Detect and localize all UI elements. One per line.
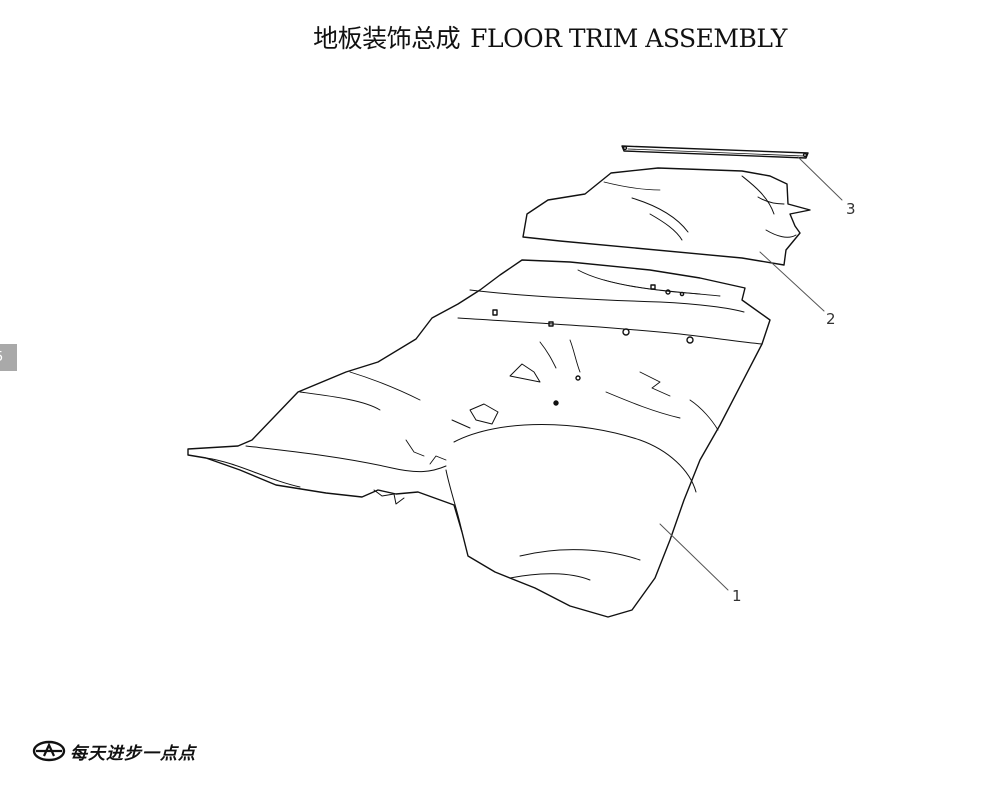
callout-number-1: 1 xyxy=(732,587,742,605)
part-2-rear-mat xyxy=(522,167,811,266)
brand-emblem-icon xyxy=(32,740,66,762)
callout-number-3: 3 xyxy=(846,200,856,218)
callout-3: 3 xyxy=(797,156,856,218)
callout-1: 1 xyxy=(659,523,742,605)
part-1-main-floor-mat xyxy=(187,259,771,618)
callout-number-2: 2 xyxy=(826,310,836,328)
page-title: 地板装饰总成 FLOOR TRIM ASSEMBLY xyxy=(0,19,1000,55)
title-english: FLOOR TRIM ASSEMBLY xyxy=(470,24,787,53)
part-3-sill-strip xyxy=(621,145,809,159)
page-number-tab[interactable]: 5 xyxy=(0,344,17,371)
brand-slogan: 每天进步一点点 xyxy=(70,743,196,764)
footer-brand: 每天进步一点点 xyxy=(32,738,196,764)
callout-2: 2 xyxy=(759,251,836,328)
title-chinese: 地板装饰总成 xyxy=(313,24,461,53)
